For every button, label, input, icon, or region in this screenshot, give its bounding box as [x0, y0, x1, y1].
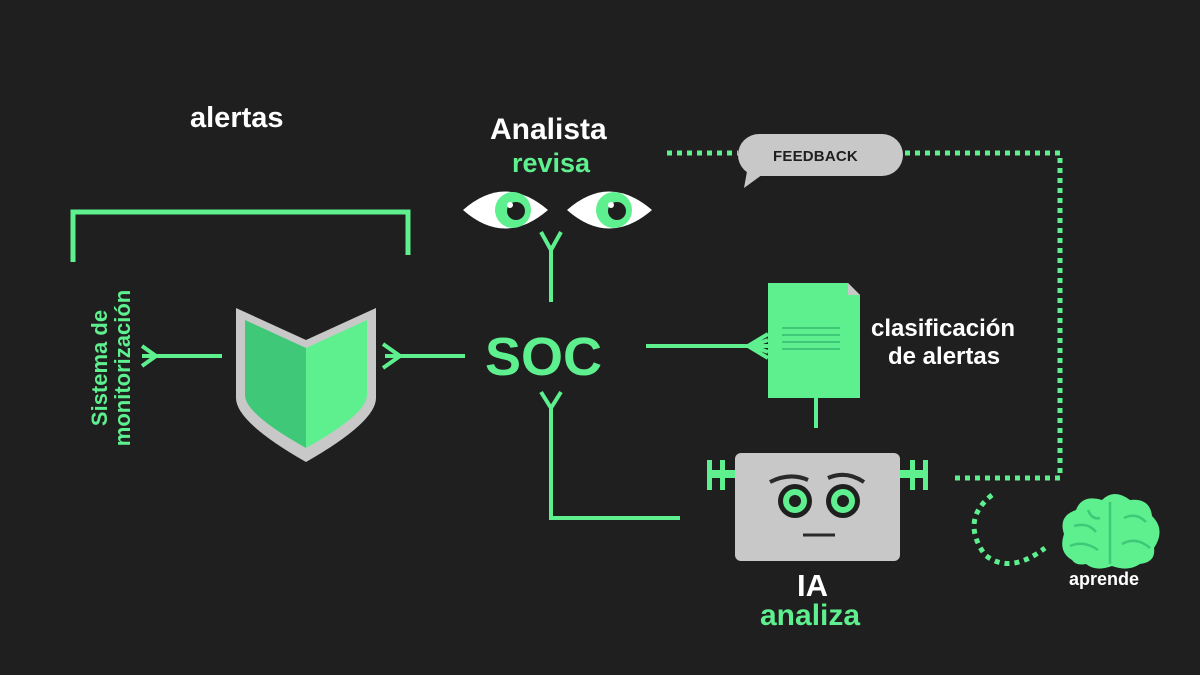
eye-icon	[567, 191, 652, 229]
sistema-label-line2: monitorización	[110, 289, 135, 447]
revisa-label: revisa	[512, 148, 591, 178]
sistema-label-line1: Sistema de	[86, 309, 112, 427]
speech-bubble-icon	[738, 134, 903, 188]
analista-label: Analista	[490, 113, 607, 146]
analiza-label: analiza	[760, 599, 861, 632]
soc-label: SOC	[485, 327, 603, 387]
alertas-bracket	[70, 209, 411, 262]
sistema-monitorizacion-label: Sistema de monitorización	[86, 289, 135, 447]
monitor-connector	[140, 344, 222, 368]
alertas-label: alertas	[190, 102, 284, 134]
soc-document-connector	[646, 332, 770, 360]
aprende-label: aprende	[1069, 569, 1140, 589]
feedback-loop	[667, 150, 1063, 566]
shield-icon	[236, 308, 376, 462]
soc-robot-connector	[539, 390, 680, 520]
clasificacion-label-line2: de alertas	[888, 343, 1001, 370]
robot-icon	[707, 453, 928, 561]
eye-icon	[463, 191, 548, 229]
shield-soc-connector	[381, 342, 465, 370]
brain-icon	[1062, 494, 1160, 569]
eyes-soc-connector	[539, 231, 563, 302]
feedback-label: FEEDBACK	[773, 148, 858, 165]
clasificacion-label-line1: clasificación	[871, 315, 1016, 342]
ia-label: IA	[797, 568, 828, 603]
document-icon	[768, 283, 860, 398]
